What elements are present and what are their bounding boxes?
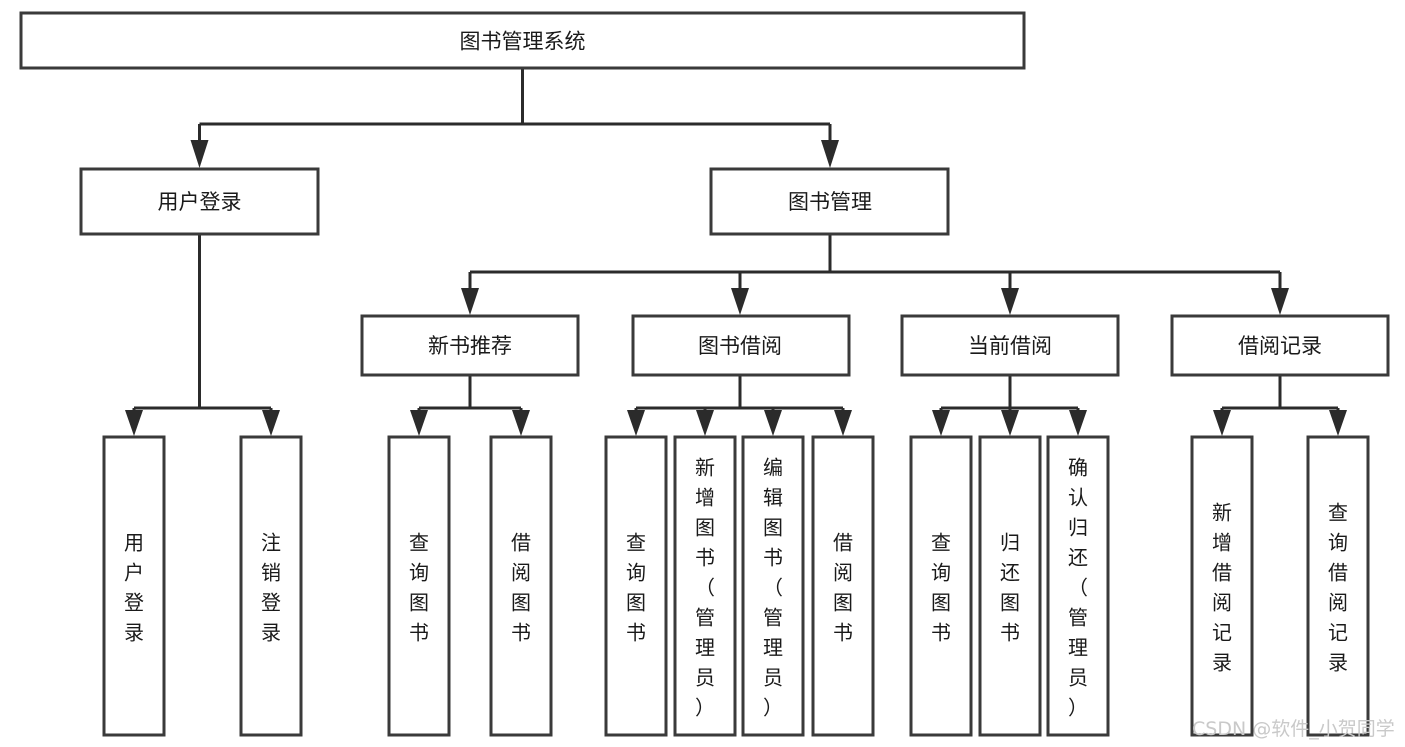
node-leaf-add-record-label: 新增借阅记录: [1212, 500, 1232, 674]
edge-user-login-bus: [132, 234, 273, 412]
edge-arrow-leaf-confirm-return: [1069, 410, 1087, 436]
node-leaf-add-book[interactable]: 新增图书（管理员）: [673, 435, 737, 737]
node-new-book-rec-label: 新书推荐: [428, 334, 512, 358]
node-leaf-confirm-return[interactable]: 确认归还（管理员）: [1046, 435, 1110, 737]
edge-arrow-to-user-login: [190, 140, 209, 168]
edge-arrow-leaf-query-book-3: [932, 410, 950, 436]
node-leaf-query-book-2[interactable]: 查询图书: [604, 435, 668, 737]
node-leaf-query-record-label: 查询借阅记录: [1328, 500, 1348, 674]
node-leaf-user-login-label: 用户登录: [124, 530, 144, 644]
edge-borrow-record-bus: [1220, 375, 1340, 412]
node-leaf-query-record-box[interactable]: [1306, 435, 1370, 737]
edge-arrow-to-current-borrow: [1001, 288, 1019, 315]
node-leaf-query-book-3-label: 查询图书: [931, 530, 951, 644]
node-book-manage-label: 图书管理: [788, 190, 872, 214]
node-book-manage-box[interactable]: [709, 167, 950, 236]
edge-arrow-leaf-edit-book: [764, 410, 782, 436]
node-leaf-add-record[interactable]: 新增借阅记录: [1190, 435, 1254, 737]
edge-arrow-leaf-borrow-book-1: [512, 410, 530, 436]
node-user-login-box[interactable]: [79, 167, 320, 236]
node-book-borrow-label: 图书借阅: [698, 334, 782, 358]
node-book-manage[interactable]: 图书管理: [709, 167, 950, 236]
node-leaf-add-book-box[interactable]: [673, 435, 737, 737]
edges-layer: [125, 68, 1347, 436]
node-leaf-return-book-box[interactable]: [978, 435, 1042, 737]
node-leaf-user-login-box[interactable]: [102, 435, 166, 737]
edge-arrow-leaf-user-login: [125, 410, 143, 436]
node-leaf-edit-book[interactable]: 编辑图书（管理员）: [741, 435, 805, 737]
node-leaf-query-book-1[interactable]: 查询图书: [387, 435, 451, 737]
node-leaf-borrow-book-2-box[interactable]: [811, 435, 875, 737]
node-root[interactable]: 图书管理系统: [19, 11, 1026, 70]
node-current-borrow-label: 当前借阅: [968, 334, 1052, 358]
node-leaf-edit-book-box[interactable]: [741, 435, 805, 737]
node-leaf-query-book-1-label: 查询图书: [409, 530, 429, 644]
edge-arrow-to-book-borrow: [731, 288, 749, 315]
node-leaf-return-book-label: 归还图书: [1000, 530, 1020, 644]
node-leaf-borrow-book-1[interactable]: 借阅图书: [489, 435, 553, 737]
node-leaf-query-book-3-box[interactable]: [909, 435, 973, 737]
node-leaf-query-book-2-label: 查询图书: [626, 530, 646, 644]
edge-arrow-to-borrow-record: [1271, 288, 1289, 315]
node-leaf-edit-book-label: 编辑图书（管理员）: [763, 455, 783, 719]
edge-book-manage-bus: [468, 234, 1282, 288]
edge-arrow-to-new-book-rec: [461, 288, 479, 315]
node-new-book-rec[interactable]: 新书推荐: [360, 314, 580, 377]
edge-arrow-leaf-user-logout: [262, 410, 280, 436]
edge-arrow-leaf-add-book: [696, 410, 714, 436]
node-borrow-record-box[interactable]: [1170, 314, 1390, 377]
edge-current-borrow-bus: [939, 375, 1080, 412]
node-leaf-query-book-3[interactable]: 查询图书: [909, 435, 973, 737]
node-leaf-borrow-book-1-box[interactable]: [489, 435, 553, 737]
node-leaf-user-login[interactable]: 用户登录: [102, 435, 166, 737]
node-leaf-confirm-return-label: 确认归还（管理员）: [1068, 455, 1088, 719]
node-root-box[interactable]: [19, 11, 1026, 70]
node-root-label: 图书管理系统: [460, 30, 586, 54]
edge-arrow-leaf-query-book-1: [410, 410, 428, 436]
node-borrow-record-label: 借阅记录: [1238, 334, 1322, 358]
edge-arrow-leaf-add-record: [1213, 410, 1231, 436]
node-leaf-user-logout-box[interactable]: [239, 435, 303, 737]
edge-arrow-leaf-borrow-book-2: [834, 410, 852, 436]
node-current-borrow[interactable]: 当前借阅: [900, 314, 1120, 377]
node-leaf-user-logout[interactable]: 注销登录: [239, 435, 303, 737]
node-leaf-borrow-book-1-label: 借阅图书: [511, 530, 531, 644]
edge-arrow-leaf-query-record: [1329, 410, 1347, 436]
node-leaf-user-logout-label: 注销登录: [261, 530, 281, 644]
node-book-borrow-box[interactable]: [631, 314, 851, 377]
node-borrow-record[interactable]: 借阅记录: [1170, 314, 1390, 377]
node-leaf-add-record-box[interactable]: [1190, 435, 1254, 737]
edge-arrow-leaf-return-book: [1001, 410, 1019, 436]
node-leaf-query-record[interactable]: 查询借阅记录: [1306, 435, 1370, 737]
node-leaf-borrow-book-2[interactable]: 借阅图书: [811, 435, 875, 737]
edge-book-borrow-bus: [634, 375, 845, 412]
edge-new-book-rec-bus: [417, 375, 523, 412]
node-user-login[interactable]: 用户登录: [79, 167, 320, 236]
node-leaf-add-book-label: 新增图书（管理员）: [695, 455, 715, 719]
node-leaf-query-book-2-box[interactable]: [604, 435, 668, 737]
csdn-watermark: CSDN @软件_小贺同学: [1192, 718, 1395, 740]
node-book-borrow[interactable]: 图书借阅: [631, 314, 851, 377]
edge-root-bus: [198, 68, 832, 140]
node-leaf-return-book[interactable]: 归还图书: [978, 435, 1042, 737]
node-new-book-rec-box[interactable]: [360, 314, 580, 377]
node-leaf-query-book-1-box[interactable]: [387, 435, 451, 737]
node-user-login-label: 用户登录: [158, 190, 242, 214]
node-leaf-confirm-return-box[interactable]: [1046, 435, 1110, 737]
node-current-borrow-box[interactable]: [900, 314, 1120, 377]
edge-arrow-leaf-query-book-2: [627, 410, 645, 436]
node-leaf-borrow-book-2-label: 借阅图书: [833, 530, 853, 644]
edge-arrow-to-book-manage: [821, 140, 839, 168]
